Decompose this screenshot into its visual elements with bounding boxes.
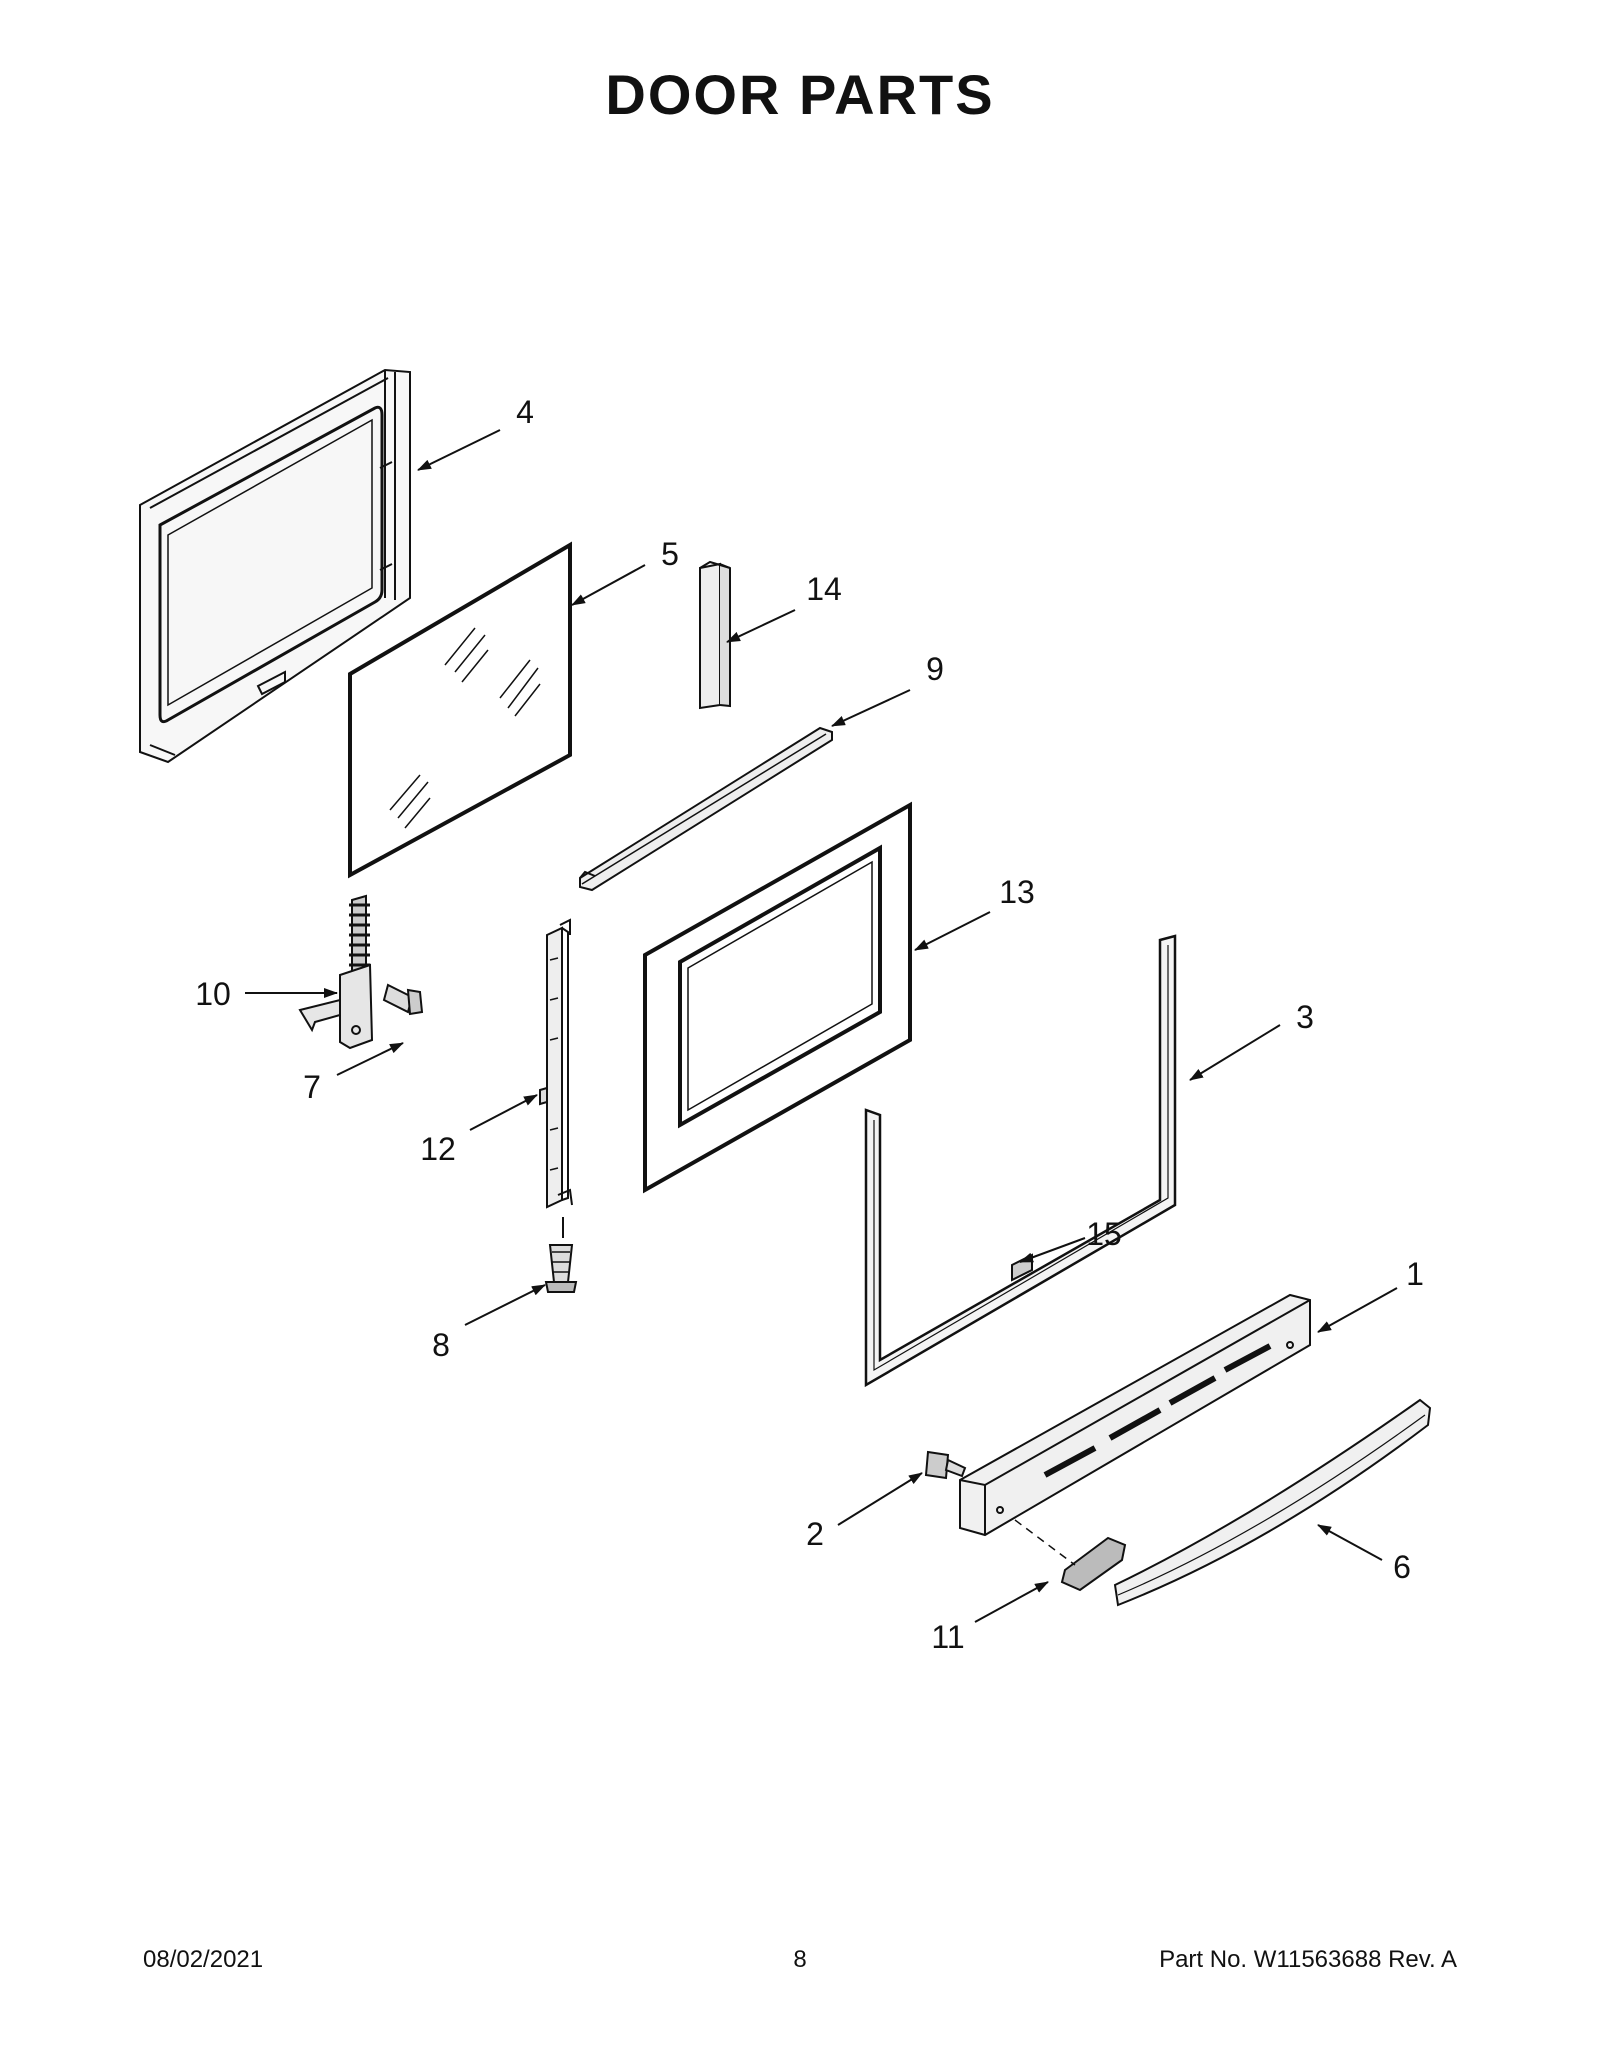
part-outer-glass <box>643 801 912 1194</box>
callout-4: 4 <box>516 394 534 430</box>
part-handle-end-cap <box>1014 1519 1127 1592</box>
callout-5: 5 <box>661 536 679 572</box>
part-inner-door-liner <box>139 368 411 764</box>
footer-date: 08/02/2021 <box>143 1946 264 1973</box>
page-title: DOOR PARTS <box>605 63 995 126</box>
callout-11: 11 <box>931 1619 964 1655</box>
callout-3: 3 <box>1296 999 1314 1035</box>
part-screw-8 <box>544 1217 578 1293</box>
callout-9: 9 <box>926 651 944 687</box>
callout-15: 15 <box>1086 1216 1122 1252</box>
part-door-handle <box>1113 1398 1432 1607</box>
callout-13: 13 <box>999 874 1035 910</box>
callout-12: 12 <box>420 1131 456 1167</box>
callout-6: 6 <box>1393 1549 1411 1585</box>
footer-page-number: 8 <box>793 1946 807 1973</box>
callout-8: 8 <box>432 1327 450 1363</box>
part-hinge <box>298 894 374 1050</box>
callout-14: 14 <box>806 571 842 607</box>
callout-numbers: 1 2 3 4 5 6 7 8 9 10 11 12 13 14 15 <box>195 394 1424 1655</box>
callout-2: 2 <box>806 1516 824 1552</box>
part-inner-glass <box>348 541 572 879</box>
part-door-bottom-trim <box>959 1293 1311 1537</box>
part-door-outer-frame <box>864 934 1177 1388</box>
part-side-channel <box>539 918 573 1209</box>
callout-1: 1 <box>1406 1256 1424 1292</box>
footer-part-number: Part No. W11563688 Rev. A <box>1159 1946 1457 1973</box>
part-hinge-screw <box>382 983 424 1016</box>
part-screw-2 <box>924 1450 967 1480</box>
leader-lines <box>245 429 1398 1623</box>
part-spacer <box>699 560 731 710</box>
part-door-top-trim <box>579 726 833 892</box>
callout-10: 10 <box>195 976 231 1012</box>
callout-7: 7 <box>303 1069 321 1105</box>
